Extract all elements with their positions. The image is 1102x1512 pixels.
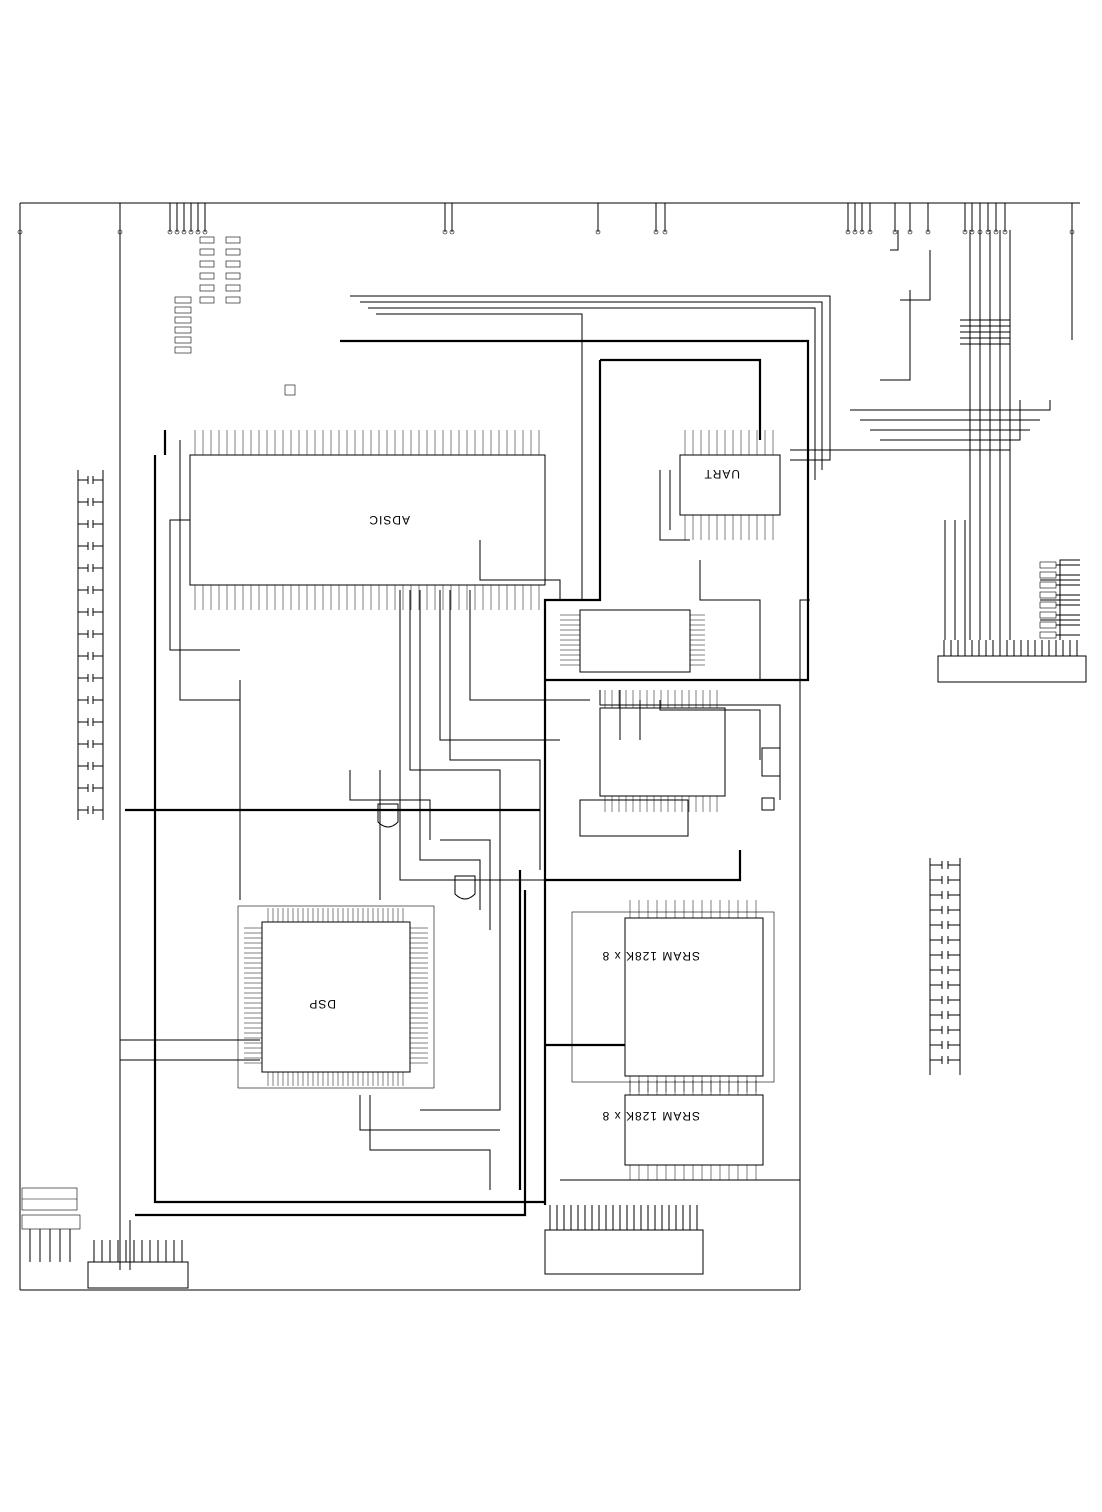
sram-1-pins (630, 900, 756, 1092)
left-bottom-connector (88, 1240, 188, 1288)
jumper-grid (22, 1188, 80, 1262)
bottom-address-connector (545, 1205, 703, 1274)
adsic-bottom-pins (195, 585, 539, 610)
uart-chip: UART (680, 430, 780, 540)
flash-pins (560, 615, 705, 665)
flash-chip (560, 610, 705, 672)
top-connector-taps (18, 203, 1074, 234)
sram-2-chip: SRAM 128K x 8 (602, 1080, 763, 1180)
dsp-chip: DSP (238, 906, 434, 1088)
uart-pins (685, 430, 773, 540)
uart-label: UART (704, 467, 740, 481)
dsp-label: DSP (308, 997, 336, 1011)
signal-wires (20, 225, 1080, 1290)
codec-chip (600, 690, 725, 812)
bypass-capacitors-left (78, 470, 103, 820)
sram-1-chip: SRAM 128K x 8 (572, 900, 774, 1092)
dsp-pins (244, 908, 428, 1086)
top-power-rail (20, 203, 1080, 1290)
sram-2-label: SRAM 128K x 8 (602, 1109, 700, 1123)
logic-gates (378, 748, 780, 899)
input-passives (175, 237, 295, 395)
adsic-top-pins (195, 430, 539, 455)
right-resistors (960, 320, 1080, 638)
right-connector (938, 640, 1086, 682)
bypass-capacitors-right (930, 858, 960, 1075)
adsic-chip: ADSIC (190, 430, 545, 610)
sram-1-label: SRAM 128K x 8 (602, 949, 700, 963)
adsic-label: ADSIC (368, 513, 410, 527)
logic-chip (580, 800, 688, 836)
